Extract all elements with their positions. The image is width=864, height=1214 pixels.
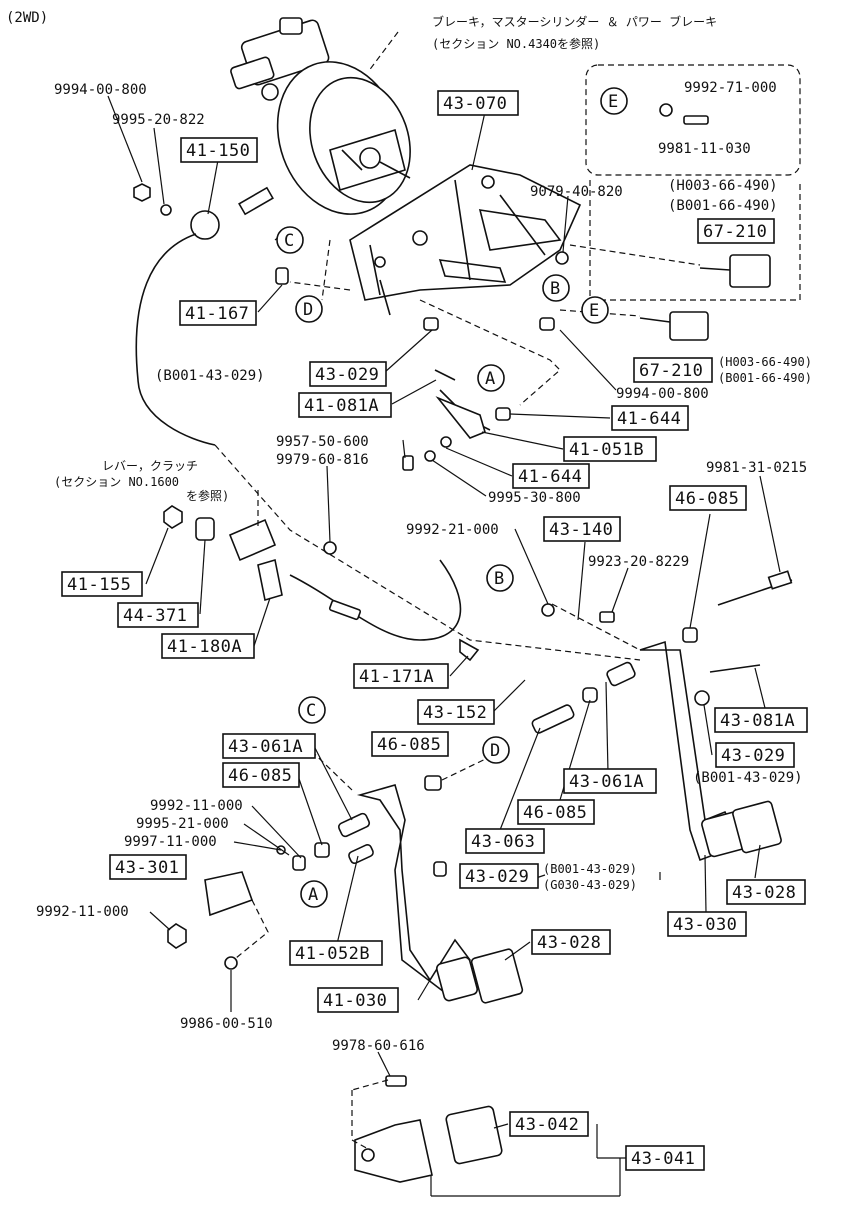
part-label-41-644: 41-644 bbox=[518, 467, 582, 487]
part-number: 9992-11-000 bbox=[36, 904, 129, 920]
notes: ブレーキ，マスターシリンダー ＆ パワー ブレーキ (セクション NO.4340… bbox=[54, 14, 812, 892]
callout-d: D bbox=[490, 741, 501, 761]
brake-reference-note: ブレーキ，マスターシリンダー ＆ パワー ブレーキ bbox=[432, 14, 717, 29]
callout-d: D bbox=[303, 300, 314, 320]
brake-booster-assembly bbox=[230, 17, 411, 215]
part-label-43-028: 43-028 bbox=[537, 933, 601, 953]
callout-c: C bbox=[306, 701, 317, 721]
callout-b: B bbox=[494, 569, 505, 589]
part-label-41-155: 41-155 bbox=[67, 575, 131, 595]
part-label-43-061A: 43-061A bbox=[228, 737, 303, 757]
part-label-43-030: 43-030 bbox=[673, 915, 737, 935]
part-number: 9979-60-816 bbox=[276, 452, 369, 468]
part-label-41-081A: 41-081A bbox=[304, 396, 379, 416]
part-label-44-371: 44-371 bbox=[123, 606, 187, 626]
part-number: 9994-00-800 bbox=[54, 82, 147, 98]
part-label-41-150: 41-150 bbox=[186, 141, 250, 161]
part-label-43-070: 43-070 bbox=[443, 94, 507, 114]
part-number: 9992-21-000 bbox=[406, 522, 499, 538]
part-label-43-301: 43-301 bbox=[115, 858, 179, 878]
part-label-43-081A: 43-081A bbox=[720, 711, 795, 731]
callout-e: E bbox=[608, 92, 619, 112]
part-label-46-085: 46-085 bbox=[523, 803, 587, 823]
part-label-46-085: 46-085 bbox=[228, 766, 292, 786]
alt-67210-a: (H003-66-490) bbox=[718, 355, 812, 369]
part-label-43-140: 43-140 bbox=[549, 520, 613, 540]
part-label-41-030: 41-030 bbox=[323, 991, 387, 1011]
brake-pedal-assembly bbox=[531, 570, 793, 862]
part-label-43-028: 43-028 bbox=[732, 883, 796, 903]
part-number: 9992-11-000 bbox=[150, 798, 243, 814]
clutch-lever-parts bbox=[228, 369, 491, 662]
callout-e: E bbox=[589, 301, 600, 321]
callout-c: C bbox=[284, 231, 295, 251]
stoplight-switches bbox=[639, 254, 771, 341]
callout-a: A bbox=[308, 885, 319, 905]
part-number: 9986-00-510 bbox=[180, 1016, 273, 1032]
part-label-41-180A: 41-180A bbox=[167, 637, 242, 657]
boxed-part-labels: 43-070 41-150 41-167 67-210 67-210 43-02… bbox=[61, 90, 808, 1171]
part-label-43-029: 43-029 bbox=[465, 867, 529, 887]
alt-67210-b: (B001-66-490) bbox=[718, 371, 812, 385]
part-number: 9997-11-000 bbox=[124, 834, 217, 850]
part-label-43-152: 43-152 bbox=[423, 703, 487, 723]
part-label-43-061A: 43-061A bbox=[569, 772, 644, 792]
model-code-b: (B001-66-490) bbox=[668, 198, 778, 214]
part-label-41-052B: 41-052B bbox=[295, 944, 370, 964]
part-number: 9079-40-820 bbox=[530, 184, 623, 200]
pedal-bracket bbox=[349, 164, 582, 316]
option-e-group-box bbox=[585, 64, 801, 176]
hardware-nuts-washers bbox=[133, 103, 710, 1087]
part-numbers: 9994-00-800 9995-20-822 9992-71-000 9981… bbox=[36, 80, 807, 1054]
part-label-41-644: 41-644 bbox=[617, 409, 681, 429]
part-label-43-063: 43-063 bbox=[471, 832, 535, 852]
brake-reference-section: (セクション NO.4340を参照) bbox=[432, 36, 600, 51]
part-number: 9995-20-822 bbox=[112, 112, 205, 128]
model-code-a: (H003-66-490) bbox=[668, 178, 778, 194]
alt-43029-b: (B001-43-029) bbox=[693, 770, 803, 786]
clutch-lever-section: (セクション NO.1600 bbox=[54, 475, 179, 489]
part-number: 9995-30-800 bbox=[488, 490, 581, 506]
part-number: 9995-21-000 bbox=[136, 816, 229, 832]
part-label-41-167: 41-167 bbox=[185, 304, 249, 324]
alt-43029-a: (B001-43-029) bbox=[155, 368, 265, 384]
circled-callouts: C D E B E A B C D A bbox=[276, 87, 628, 908]
part-number: 9994-00-800 bbox=[616, 386, 709, 402]
part-label-67-210: 67-210 bbox=[639, 361, 703, 381]
alt-43029-c: (B001-43-029) bbox=[543, 862, 637, 876]
part-label-67-210: 67-210 bbox=[703, 222, 767, 242]
leader-lines bbox=[107, 95, 781, 1197]
part-label-41-171A: 41-171A bbox=[359, 667, 434, 687]
part-number: 9981-11-030 bbox=[658, 141, 751, 157]
part-number: 9978-60-616 bbox=[332, 1038, 425, 1054]
part-number: 9981-31-0215 bbox=[706, 460, 807, 476]
part-label-43-029: 43-029 bbox=[721, 746, 785, 766]
clutch-lever-see: を参照) bbox=[186, 488, 229, 503]
part-label-43-041: 43-041 bbox=[631, 1149, 695, 1169]
part-number: 9992-71-000 bbox=[684, 80, 777, 96]
callout-b: B bbox=[550, 279, 561, 299]
part-number: 9957-50-600 bbox=[276, 434, 369, 450]
alt-43029-d: (G030-43-029) bbox=[543, 878, 637, 892]
part-label-41-051B: 41-051B bbox=[569, 440, 644, 460]
accelerator-pedal-assembly bbox=[354, 1105, 503, 1183]
clutch-cable bbox=[135, 233, 462, 641]
part-number: 9923-20-8229 bbox=[588, 554, 689, 570]
part-label-43-029: 43-029 bbox=[315, 365, 379, 385]
part-label-43-042: 43-042 bbox=[515, 1115, 579, 1135]
diagram-title: (2WD) bbox=[6, 10, 48, 26]
callout-a: A bbox=[485, 369, 496, 389]
clutch-pedal-assembly bbox=[204, 784, 524, 1004]
assembly-guide-lines bbox=[214, 31, 801, 1151]
part-label-46-085: 46-085 bbox=[377, 735, 441, 755]
part-label-46-085: 46-085 bbox=[675, 489, 739, 509]
clutch-lever-note: レバー，クラッチ bbox=[102, 459, 198, 473]
